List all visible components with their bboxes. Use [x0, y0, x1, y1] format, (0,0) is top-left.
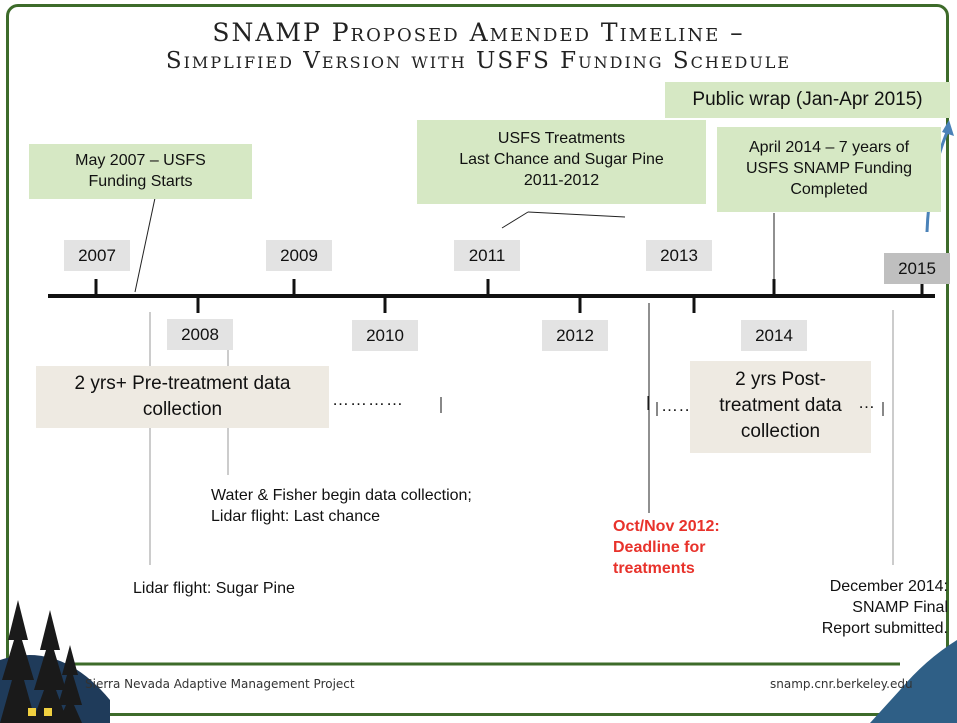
pre-treatment-box: 2 yrs+ Pre-treatment data collection — [36, 366, 329, 428]
slide-title-line1: SNAMP Proposed Amended Timeline – — [212, 18, 745, 47]
pre-treatment-line1: 2 yrs+ Pre-treatment data — [74, 373, 291, 394]
cabin-window — [44, 708, 52, 716]
funding-done-line3: Completed — [790, 181, 868, 198]
final-report-line1: December 2014: — [829, 578, 948, 595]
funding-starts-line2: Funding Starts — [88, 173, 193, 190]
pre-dots: ………… — [332, 390, 404, 409]
public-wrap-callout: Public wrap (Jan-Apr 2015) — [665, 82, 950, 118]
post-dots-left: ….. — [661, 396, 691, 415]
year-2013: 2013 — [646, 240, 712, 271]
connector-funding-start — [134, 197, 156, 293]
deadline-line1: Oct/Nov 2012: — [613, 518, 720, 535]
water-fisher-line1: Water & Fisher begin data collection; — [211, 487, 472, 504]
year-2015: 2015 — [884, 253, 950, 284]
connector-treatments — [501, 211, 529, 229]
final-report-line3: Report submitted. — [821, 620, 948, 637]
hill-right — [870, 640, 957, 723]
treatments-line1: USFS Treatments — [497, 130, 626, 147]
water-fisher-line2: Lidar flight: Last chance — [211, 508, 380, 525]
arrow-head-icon — [942, 120, 954, 136]
post-treatment-line1: 2 yrs Post- — [735, 369, 826, 390]
funding-done-line2: USFS SNAMP Funding — [746, 160, 912, 177]
footer-project-name: Sierra Nevada Adaptive Management Projec… — [85, 677, 355, 691]
year-2011: 2011 — [454, 240, 520, 271]
year-2014: 2014 — [741, 320, 807, 351]
final-report-label: December 2014: SNAMP Final Report submit… — [800, 576, 948, 639]
deadline-label: Oct/Nov 2012: Deadline for treatments — [613, 516, 720, 579]
public-wrap-text: Public wrap (Jan-Apr 2015) — [692, 89, 923, 110]
year-2007: 2007 — [64, 240, 130, 271]
slide-title-line2: Simplified Version with USFS Funding Sch… — [165, 48, 792, 74]
post-treatment-line2: treatment data — [719, 395, 842, 416]
post-treatment-box: 2 yrs Post- treatment data collection — [690, 361, 871, 453]
footer-url: snamp.cnr.berkeley.edu — [770, 677, 913, 691]
cabin-window — [28, 708, 36, 716]
treatments-line2: Last Chance and Sugar Pine — [459, 151, 664, 168]
year-2008: 2008 — [167, 319, 233, 350]
deadline-line3: treatments — [613, 560, 695, 577]
year-2010: 2010 — [352, 320, 418, 351]
slide-frame — [6, 4, 949, 716]
final-report-line2: SNAMP Final — [852, 599, 948, 616]
treatments-line3: 2011-2012 — [523, 172, 600, 189]
year-2012: 2012 — [542, 320, 608, 351]
connector-treatments — [527, 211, 626, 218]
funding-starts-line1: May 2007 – USFS — [75, 152, 206, 169]
year-2009: 2009 — [266, 240, 332, 271]
funding-completed-callout: April 2014 – 7 years of USFS SNAMP Fundi… — [717, 127, 941, 212]
lidar-sugar-label: Lidar flight: Sugar Pine — [133, 580, 295, 597]
post-dots-right: … — [858, 393, 876, 412]
water-fisher-label: Water & Fisher begin data collection; Li… — [211, 485, 472, 527]
funding-done-line1: April 2014 – 7 years of — [748, 139, 910, 156]
pre-treatment-line2: collection — [142, 399, 223, 420]
treatments-callout: USFS Treatments Last Chance and Sugar Pi… — [417, 120, 706, 204]
pine-trees-icon — [0, 600, 82, 723]
funding-starts-callout: May 2007 – USFS Funding Starts — [29, 144, 252, 199]
deadline-line2: Deadline for — [613, 539, 706, 556]
post-treatment-line3: collection — [740, 421, 821, 442]
